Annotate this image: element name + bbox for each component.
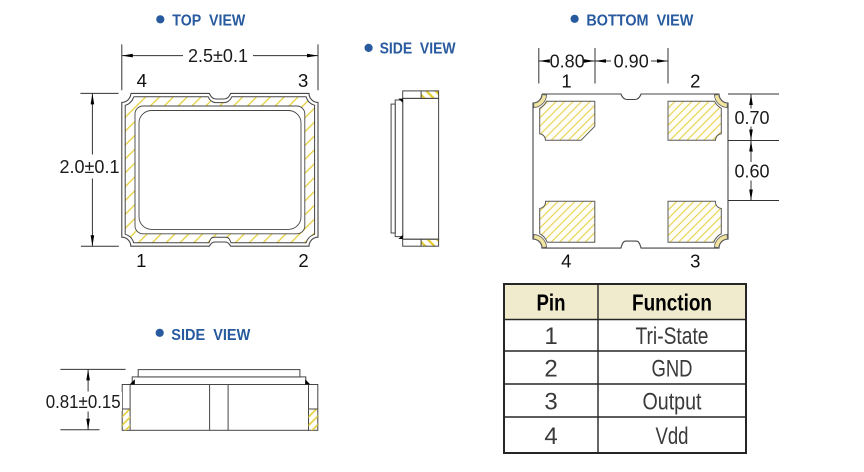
- svg-text:0.70: 0.70: [734, 108, 769, 128]
- svg-text:1: 1: [561, 70, 571, 91]
- svg-text:1: 1: [544, 323, 557, 350]
- svg-text:SIDE VIEW: SIDE VIEW: [171, 327, 250, 344]
- svg-text:Output: Output: [643, 388, 702, 415]
- svg-text:BOTTOM VIEW: BOTTOM VIEW: [586, 13, 694, 30]
- svg-text:2: 2: [298, 250, 308, 271]
- svg-text:Pin: Pin: [537, 289, 566, 315]
- svg-text:2.0±0.1: 2.0±0.1: [60, 157, 120, 177]
- svg-text:Vdd: Vdd: [656, 423, 689, 450]
- svg-text:Function: Function: [632, 289, 712, 315]
- svg-text:0.90: 0.90: [614, 51, 649, 71]
- svg-text:2: 2: [690, 70, 700, 91]
- svg-text:4: 4: [137, 70, 147, 91]
- svg-text:3: 3: [544, 388, 557, 415]
- svg-text:0.81±0.15: 0.81±0.15: [46, 392, 121, 412]
- svg-text:2.5±0.1: 2.5±0.1: [188, 46, 248, 66]
- svg-text:0.60: 0.60: [734, 162, 769, 182]
- svg-text:1: 1: [136, 250, 146, 271]
- svg-text:2: 2: [544, 355, 557, 382]
- svg-text:GND: GND: [652, 355, 693, 382]
- svg-text:Tri-State: Tri-State: [636, 323, 709, 350]
- svg-text:0.80: 0.80: [550, 51, 585, 71]
- svg-text:4: 4: [561, 250, 571, 271]
- svg-text:4: 4: [544, 423, 557, 450]
- svg-text:SIDE VIEW: SIDE VIEW: [380, 41, 456, 58]
- svg-text:3: 3: [298, 70, 308, 91]
- svg-text:TOP VIEW: TOP VIEW: [172, 13, 246, 30]
- svg-text:3: 3: [690, 250, 700, 271]
